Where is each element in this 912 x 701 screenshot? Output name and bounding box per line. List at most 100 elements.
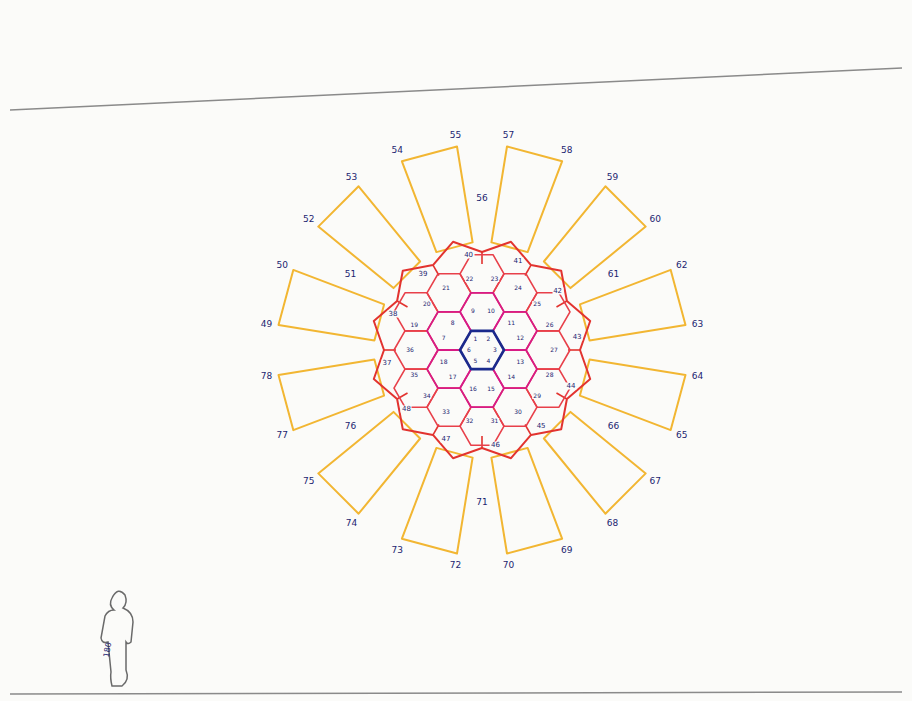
vertex-number: 53 [345,172,358,181]
petal-outline [544,186,646,288]
vertex-number: 38 [388,311,399,318]
vertex-number: 6 [466,347,472,353]
page-line [10,692,902,694]
vertex-number: 25 [532,301,542,307]
vertex-number: 21 [441,285,451,291]
vertex-number: 72 [449,561,462,570]
vertex-number: 56 [475,194,488,203]
vertex-number: 69 [560,545,573,554]
vertex-number: 52 [302,215,315,224]
vertex-number: 7 [441,335,447,341]
red-divider [481,436,483,448]
vertex-number: 36 [405,347,415,353]
vertex-number: 31 [490,418,500,424]
petal-outline [318,412,420,514]
vertex-number: 33 [441,409,451,415]
vertex-number: 34 [422,393,432,399]
vertex-number: 70 [502,561,515,570]
vertex-number: 65 [675,430,688,439]
vertex-number: 17 [448,374,458,380]
vertex-number: 48 [401,406,412,413]
vertex-number: 60 [649,215,662,224]
vertex-number: 27 [549,347,559,353]
vertex-number: 45 [536,422,547,429]
vertex-number: 11 [506,320,516,326]
vertex-number: 2 [486,336,492,342]
outer-hexagon [526,369,570,407]
vertex-number: 35 [409,372,419,378]
vertex-number: 10 [486,308,496,314]
petal-outline [544,412,646,514]
outer-hexagon [460,407,504,445]
red-ring [374,242,590,458]
vertex-number: 73 [390,545,403,554]
height-note: 180 [103,641,114,659]
vertex-number: 63 [691,319,704,328]
vertex-number: 57 [502,130,515,139]
vertex-number: 37 [381,360,392,367]
vertex-number: 49 [260,319,273,328]
red-divider [481,252,483,264]
vertex-number: 13 [515,359,525,365]
vertex-number: 9 [470,308,476,314]
vertex-number: 14 [506,374,516,380]
vertex-number: 26 [545,322,555,328]
outer-hexagon [460,255,504,293]
petal-outline [491,448,562,554]
vertex-number: 5 [473,358,479,364]
vertex-number: 8 [450,320,456,326]
vertex-number: 19 [409,322,419,328]
petal-outline [580,270,686,341]
outer-hexagon [394,293,438,331]
outer-hexagon [493,388,537,426]
vertex-number: 50 [276,261,289,270]
vertex-number: 1 [473,336,479,342]
outer-hexagon [394,369,438,407]
vertex-number: 46 [490,442,501,449]
outer-hexagon [493,274,537,312]
outer-hexagon [394,331,438,369]
vertex-number: 3 [492,347,498,353]
vertex-number: 43 [572,333,583,340]
vertex-number: 30 [513,409,523,415]
vertex-number: 61 [607,270,620,279]
petal-outline [279,270,385,341]
vertex-number: 15 [486,386,496,392]
vertex-number: 62 [675,261,688,270]
outer-hexagon [526,331,570,369]
vertex-number: 44 [566,383,577,390]
vertex-number: 76 [344,422,357,431]
vertex-number: 12 [515,335,525,341]
vertex-number: 66 [607,422,620,431]
vertex-number: 67 [649,476,662,485]
vertex-number: 59 [606,172,619,181]
center-hexagon [460,331,504,369]
pattern [279,147,686,554]
vertex-number: 41 [513,258,524,265]
vertex-number: 39 [417,271,428,278]
vertex-number: 58 [560,146,573,155]
petal-outline [318,186,420,288]
vertex-number: 4 [486,358,492,364]
vertex-number: 42 [552,287,563,294]
vertex-number: 24 [513,285,523,291]
vertex-number: 78 [260,372,273,381]
vertex-number: 18 [439,359,449,365]
petal-outline [580,359,686,430]
petal-outline [279,359,385,430]
vertex-number: 75 [302,476,315,485]
vertex-number: 23 [490,276,500,282]
vertex-number: 74 [345,519,358,528]
vertex-number: 32 [465,418,475,424]
inner-hexagon [460,369,504,407]
petal-outline [402,147,473,253]
inner-hexagon [460,293,504,331]
page-line [10,68,902,110]
petal-outline [491,147,562,253]
human-figure [101,591,133,686]
vertex-number: 29 [532,393,542,399]
vertex-number: 40 [463,251,474,258]
vertex-number: 28 [545,372,555,378]
vertex-number: 71 [475,498,488,507]
